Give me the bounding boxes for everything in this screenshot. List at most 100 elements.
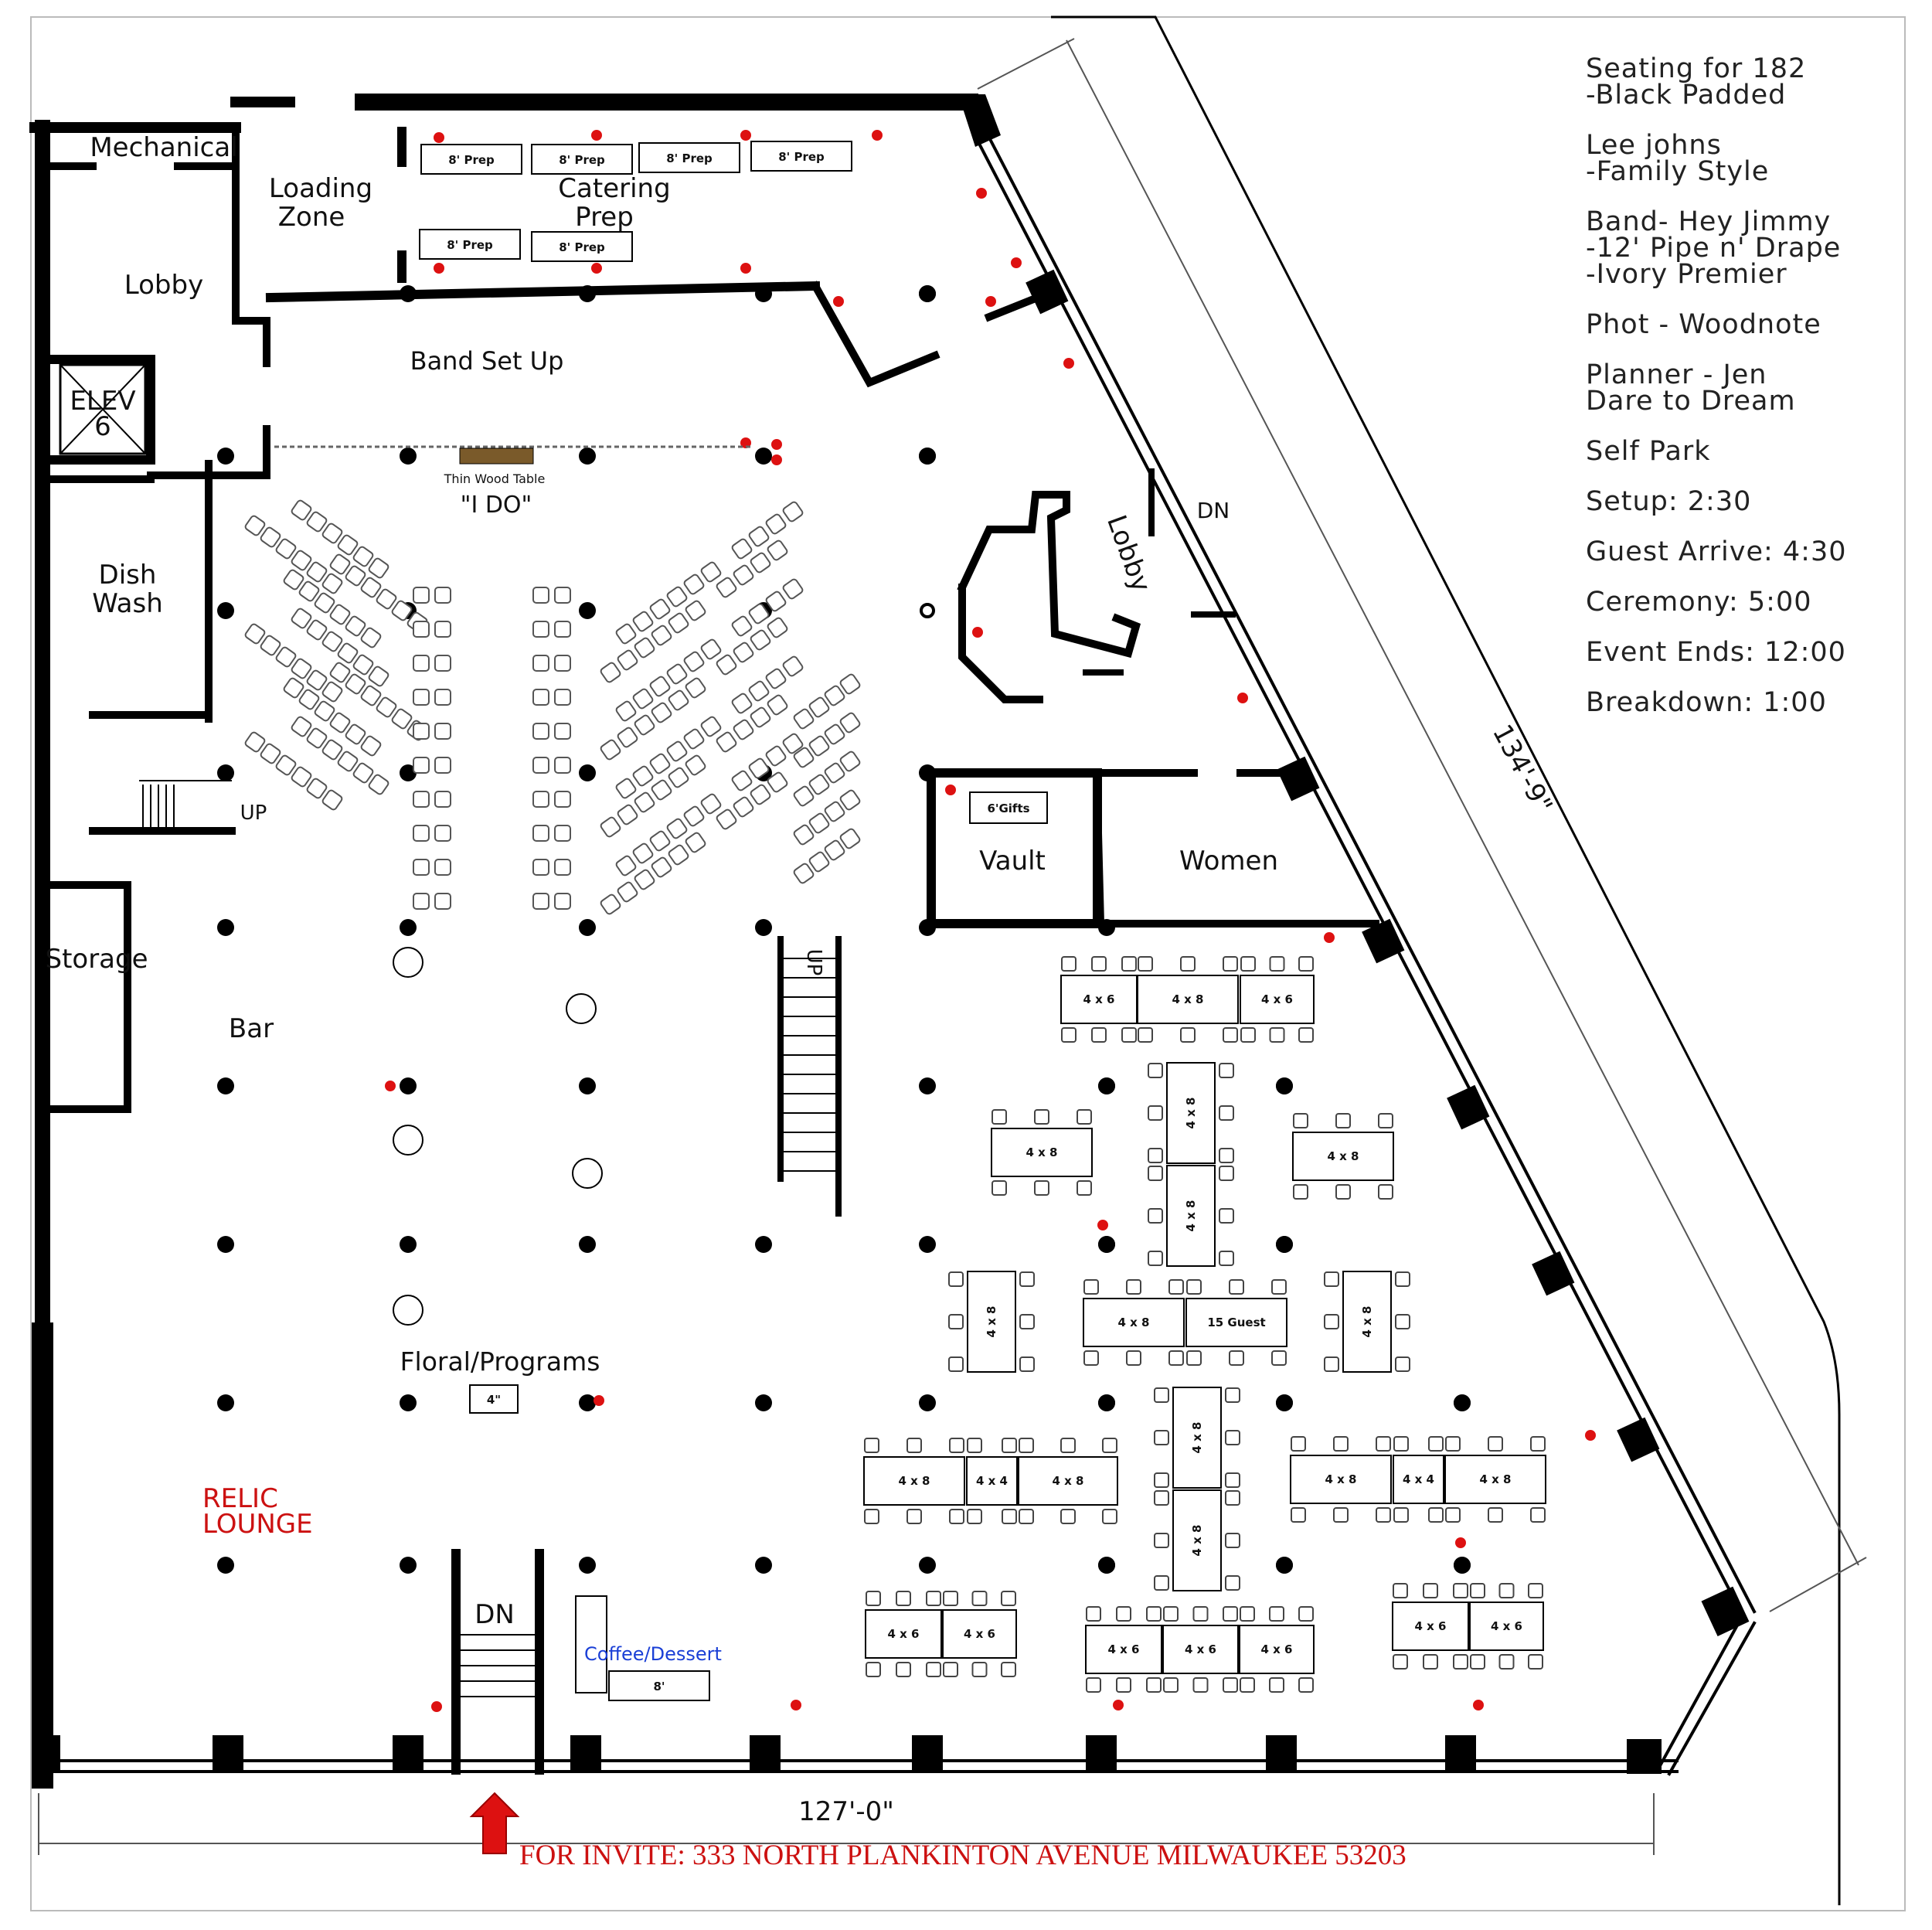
dining-table-label: 4 x 8: [1360, 1306, 1374, 1338]
chair: [600, 739, 621, 761]
column-marker: [1276, 1557, 1293, 1574]
column-marker: [400, 919, 417, 936]
chair: [748, 603, 770, 625]
red-marker: [1063, 358, 1074, 369]
chair: [615, 778, 637, 799]
red-marker: [591, 263, 602, 274]
chair: [824, 839, 845, 861]
chair: [685, 832, 706, 853]
dining-table: [1444, 1455, 1546, 1504]
prep-table: [531, 231, 633, 262]
note-group: Phot - Woodnote: [1586, 311, 1847, 339]
dining-table: [865, 1609, 942, 1659]
chair: [434, 587, 451, 604]
chair: [434, 621, 451, 638]
gifts-table-label: 6'Gifts: [987, 802, 1029, 815]
dining-table: [1166, 1165, 1216, 1267]
column-marker: [400, 1394, 417, 1411]
chair: [649, 598, 671, 620]
note-line: Seating for 182: [1586, 53, 1807, 84]
column-marker: [755, 1394, 772, 1411]
prep-table-label: 8' Prep: [448, 153, 495, 167]
band-set-up-label: Band Set Up: [410, 346, 564, 376]
chair: [329, 712, 351, 734]
chair: [413, 893, 430, 910]
relic-lounge-1: RELIC: [202, 1483, 278, 1514]
red-marker: [833, 296, 844, 307]
stair-dn-right: DN: [1197, 498, 1230, 523]
floral-table-label: 4": [487, 1393, 501, 1407]
red-marker: [1011, 257, 1022, 268]
dining-table: [1172, 1387, 1222, 1489]
red-marker: [972, 627, 983, 638]
column-marker: [919, 448, 936, 465]
chair: [683, 651, 705, 672]
dining-table-label: 4 x 4: [1403, 1472, 1434, 1486]
room-catering-1: Catering: [558, 173, 670, 204]
chair: [668, 767, 689, 788]
column-marker: [217, 1077, 234, 1094]
column-marker: [217, 1557, 234, 1574]
chair: [532, 757, 549, 774]
prep-table-label: 8' Prep: [447, 238, 493, 252]
dining-table: [1185, 1298, 1287, 1347]
chair: [376, 696, 397, 718]
coffee-table: [608, 1670, 710, 1701]
chair: [291, 608, 312, 629]
chair: [532, 621, 549, 638]
chair: [434, 893, 451, 910]
column-marker: [1276, 1236, 1293, 1253]
chair: [716, 731, 737, 753]
chair: [685, 677, 706, 699]
prep-table: [420, 144, 522, 175]
dining-table: [1172, 1489, 1222, 1591]
chair: [413, 825, 430, 842]
chair: [632, 842, 654, 864]
note-line: -Family Style: [1586, 156, 1770, 187]
column-marker: [579, 1394, 596, 1411]
chair: [683, 574, 705, 595]
dining-table: [1162, 1625, 1239, 1674]
room-loading-zone-1: Loading: [269, 173, 372, 204]
chair: [617, 881, 638, 903]
chair: [321, 739, 343, 761]
chair: [554, 859, 571, 876]
chair: [615, 700, 637, 722]
chair: [793, 824, 815, 846]
chair: [306, 727, 328, 749]
note-line: Planner - Jen: [1586, 359, 1767, 390]
dining-table-label: 4 x 6: [1185, 1642, 1216, 1656]
column-marker: [579, 285, 596, 302]
chair: [685, 600, 706, 621]
chair: [765, 668, 787, 689]
chair: [291, 499, 312, 521]
column-marker: [1276, 1077, 1293, 1094]
chair: [345, 615, 366, 637]
dining-table: [863, 1456, 965, 1506]
chair: [434, 723, 451, 740]
chair: [651, 625, 672, 646]
column-marker: [579, 919, 596, 936]
chair: [782, 655, 804, 677]
ceremony-seating: [244, 499, 861, 915]
chair: [782, 578, 804, 600]
chair: [291, 766, 312, 788]
chair: [434, 689, 451, 706]
red-marker: [872, 130, 883, 141]
chair: [700, 793, 722, 815]
red-marker: [1113, 1700, 1124, 1710]
red-marker: [976, 188, 987, 199]
chair: [617, 727, 638, 748]
column-marker: [1098, 1557, 1115, 1574]
chair: [360, 685, 382, 706]
dining-table-label: 4 x 6: [888, 1627, 920, 1641]
thin-wood-table-label: Thin Wood Table: [444, 471, 546, 486]
note-line: Lee johns: [1586, 130, 1722, 161]
bottom-wall-pillars: [37, 1735, 1662, 1774]
red-marker: [431, 1701, 442, 1712]
chair: [554, 893, 571, 910]
chair: [434, 859, 451, 876]
dining-table: [1290, 1455, 1392, 1504]
column-marker: [579, 602, 596, 619]
